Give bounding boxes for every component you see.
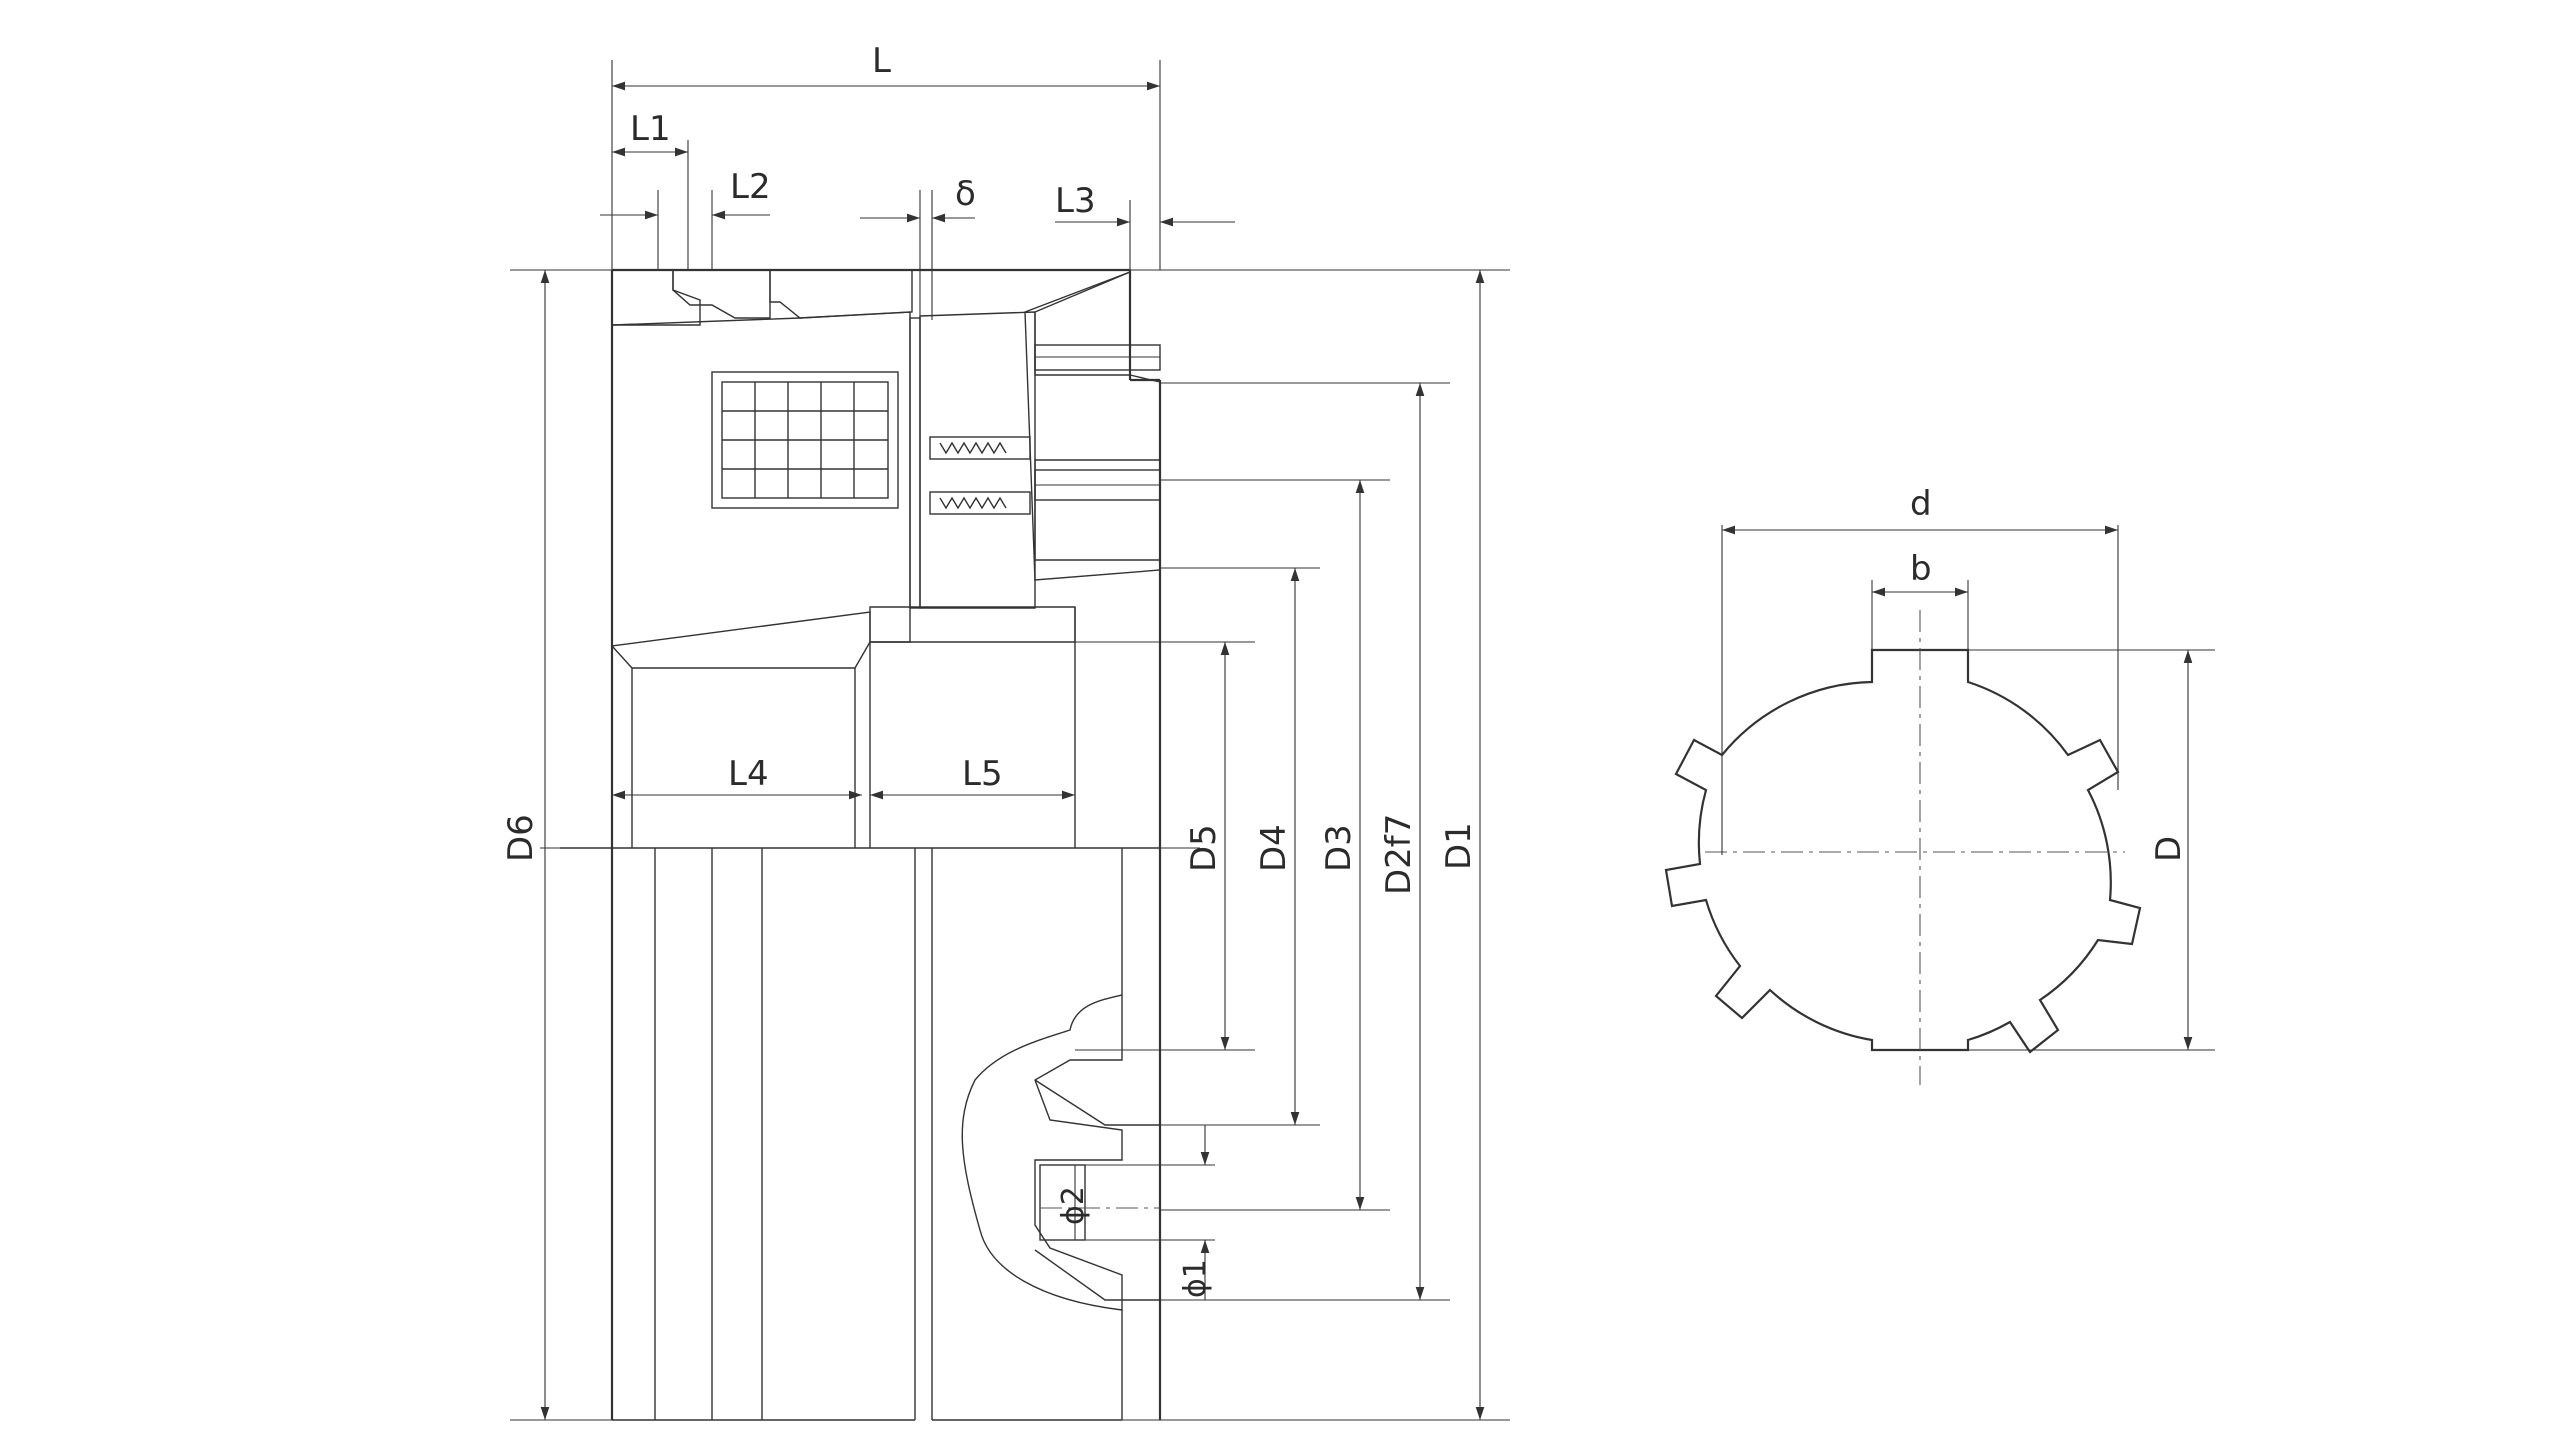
lower-shell [612,848,1123,1421]
outer-flange [1024,270,1161,581]
label-delta: δ [955,174,976,214]
label-D: D [2149,836,2189,862]
label-D5: D5 [1184,824,1224,872]
label-D6: D6 [501,814,541,862]
coil-cavity [711,371,899,509]
pin-hole [1039,1164,1086,1241]
label-L1: L1 [630,109,671,149]
spring-pocket-lower [929,491,1031,515]
spline-view [1664,525,2215,1085]
armature-plate [919,311,1036,609]
friction-lining-lower [611,269,701,326]
dimension-labels-right: d b D [1910,484,2189,862]
gap-plate [909,317,921,609]
label-phi1: ϕ1 [1178,1259,1213,1298]
label-D4: D4 [1254,824,1294,872]
label-D3: D3 [1319,824,1359,872]
spring-pocket-upper [929,436,1031,460]
friction-lining [612,269,771,319]
broken-out-section [961,994,1123,1311]
dimension-labels-left: L L1 L2 δ L3 L4 L5 D6 D5 D4 D3 D2f7 D1 ϕ… [501,41,1479,1298]
label-b: b [1910,549,1932,589]
flange-top [1034,270,1131,376]
label-L5: L5 [962,754,1003,794]
section-view [540,268,1200,1421]
armature-ring-top [769,269,913,319]
spline-profile [1664,648,2142,1054]
coil-winding [721,381,889,499]
label-L2: L2 [730,167,771,207]
hub-top [869,606,1076,643]
label-d: d [1910,484,1932,524]
label-L4: L4 [728,754,769,794]
label-D2f7: D2f7 [1379,814,1419,895]
label-L3: L3 [1055,181,1096,221]
label-D1: D1 [1439,822,1479,870]
label-phi2: ϕ2 [1056,1186,1091,1225]
bore-region [560,607,1160,849]
dimension-lines [510,60,1510,1421]
label-L: L [872,41,891,81]
